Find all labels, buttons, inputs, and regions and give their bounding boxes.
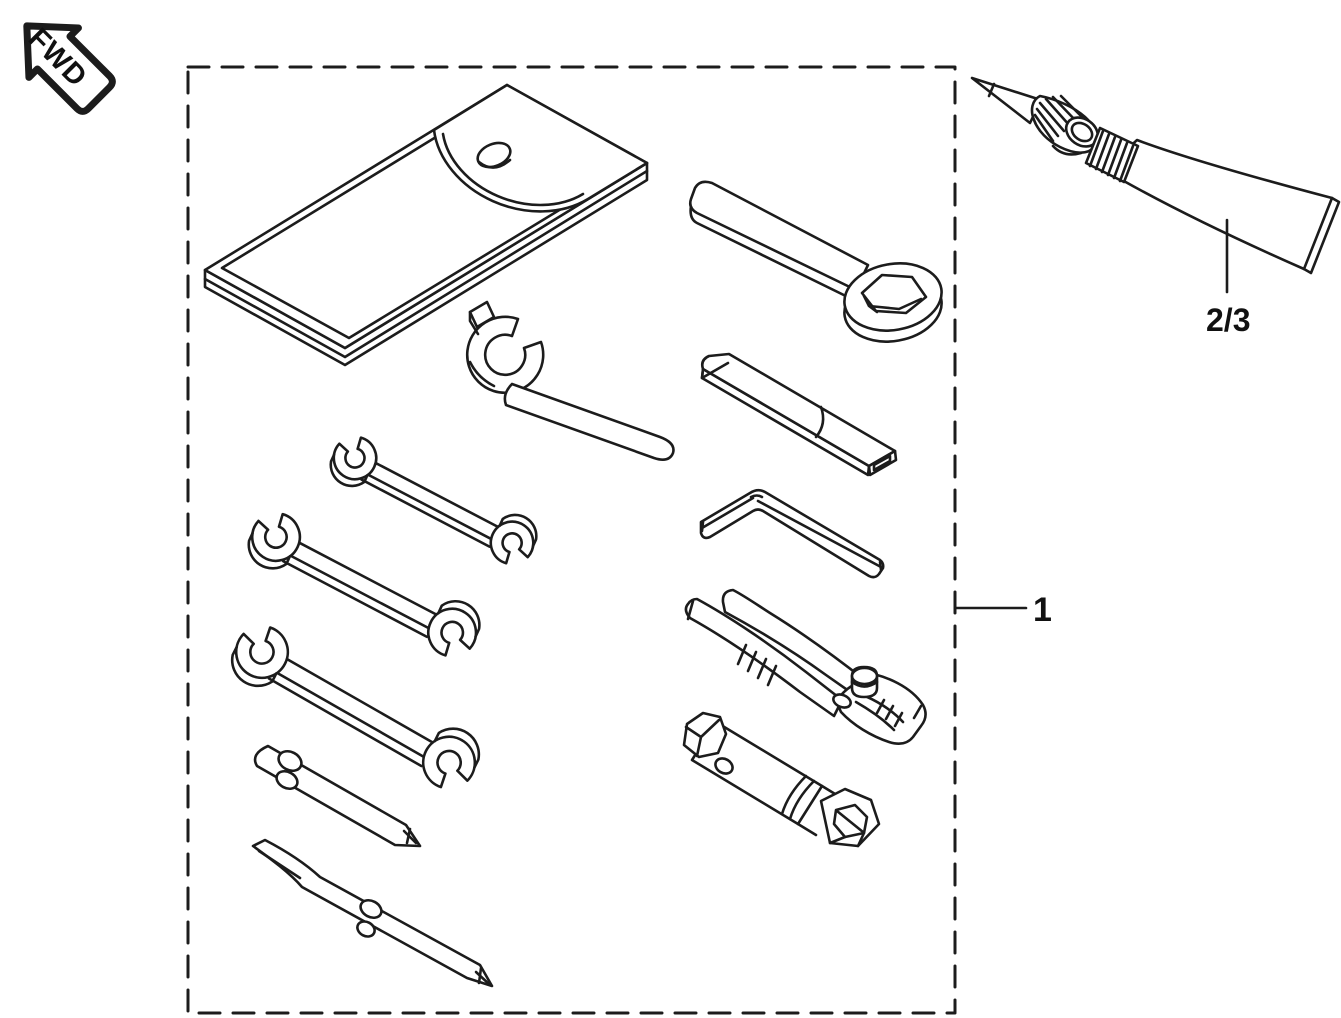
sleeved-flat-bar-icon (702, 354, 896, 475)
callout-1-label: 1 (1033, 591, 1052, 629)
callout-2-3: 2/3 (1206, 220, 1250, 338)
sealant-tube-icon (972, 78, 1339, 273)
phillips-bit-driver-icon (255, 746, 420, 846)
callout-1: 1 (956, 591, 1052, 629)
tool-pouch-icon (205, 85, 647, 365)
open-end-wrench-small-icon (320, 428, 547, 573)
spark-plug-wrench-icon (684, 713, 879, 846)
hex-key-icon (701, 490, 883, 577)
fwd-arrow-icon: FWD (22, 22, 124, 123)
pin-spanner-icon (467, 302, 673, 460)
box-end-wrench-icon (690, 182, 947, 349)
callout-2-3-label: 2/3 (1206, 302, 1250, 338)
slip-joint-pliers-icon (686, 590, 926, 744)
double-end-screwdriver-icon (253, 840, 492, 986)
tool-kit-dashed-box (188, 67, 955, 1013)
